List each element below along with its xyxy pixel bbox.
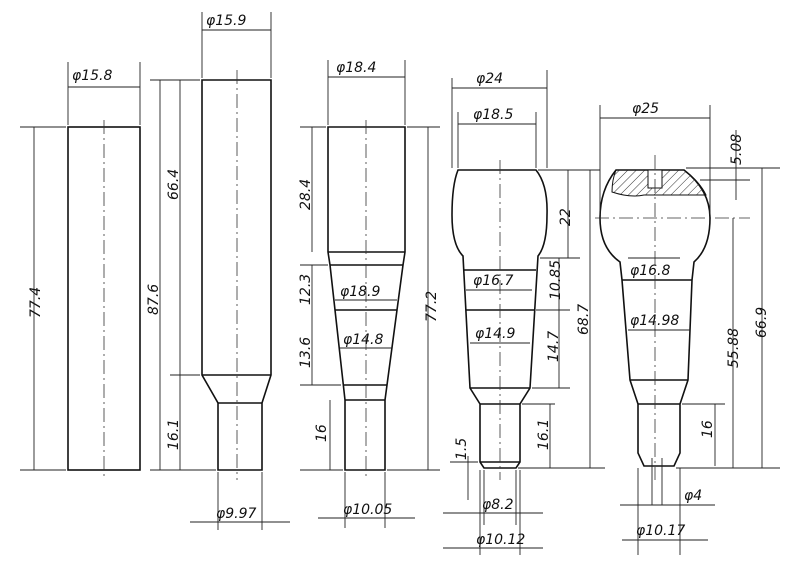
part3-shank-diameter-label: φ10.05 — [343, 502, 392, 518]
part4-dia-b-label: φ14.9 — [475, 326, 516, 342]
part3-taper-label: 13.6 — [298, 337, 314, 368]
part4-dia-a-label: φ16.7 — [473, 273, 514, 289]
part3-diameter-label: φ18.4 — [336, 60, 376, 76]
part5-dia-b-label: φ14.98 — [630, 313, 679, 329]
part4-chamfer-label: 1.5 — [454, 438, 470, 460]
part4-shank-label: 16.1 — [536, 419, 552, 450]
part3-band-label: 12.3 — [298, 274, 314, 305]
part-3-preform: φ18.4 28.4 12.3 13.6 16 φ18.9 φ14.8 77.2… — [298, 60, 440, 528]
part-1-blank: φ15.8 77.4 — [20, 62, 141, 478]
part2-shank-diameter-label: φ9.97 — [216, 506, 257, 522]
part1-length-label: 77.4 — [28, 287, 44, 318]
part3-dia-a-label: φ18.9 — [340, 284, 381, 300]
part2-shank-label: 16.1 — [166, 419, 182, 450]
part4-total-label: 68.7 — [576, 304, 592, 335]
part5-total-label: 66.9 — [754, 307, 770, 338]
part5-shank-diameter-label: φ10.17 — [636, 523, 685, 539]
part4-max-diameter-label: φ24 — [476, 71, 503, 87]
part5-dia-a-label: φ16.8 — [630, 263, 671, 279]
part1-diameter-label: φ15.8 — [72, 68, 113, 84]
part5-diameter-label: φ25 — [632, 101, 659, 117]
part4-seg-a-label: 10.85 — [548, 260, 564, 300]
part3-total-label: 77.2 — [424, 291, 440, 322]
part2-total-label: 87.6 — [146, 284, 162, 315]
part5-shank-label: 16 — [700, 420, 716, 438]
part2-diameter-label: φ15.9 — [206, 13, 247, 29]
part5-hole-diameter-label: φ4 — [684, 488, 702, 504]
part3-top-label: 28.4 — [298, 179, 314, 210]
part4-seg-b-label: 14.7 — [546, 331, 562, 362]
part3-shank-label: 16 — [314, 424, 330, 442]
part2-body-label: 66.4 — [166, 169, 182, 200]
part5-slot-label: 5.08 — [729, 134, 745, 165]
part-2-preform: φ15.9 87.6 66.4 16.1 φ9.97 — [146, 12, 290, 530]
part4-top-diameter-label: φ18.5 — [473, 107, 514, 123]
part4-head-label: 22 — [558, 208, 574, 226]
part-5-finished-ball-stud: φ25 5.08 φ16.8 φ14.98 55.88 66.9 16 φ4 φ… — [595, 101, 780, 555]
part3-dia-b-label: φ14.8 — [343, 332, 384, 348]
part5-center-label: 55.88 — [726, 328, 742, 368]
part4-shank-diameter-label: φ10.12 — [476, 532, 525, 548]
part-4-preform: φ24 φ18.5 22 φ16.7 10.85 φ14.9 14.7 68.7… — [443, 70, 605, 555]
part4-tip-diameter-label: φ8.2 — [482, 497, 514, 513]
